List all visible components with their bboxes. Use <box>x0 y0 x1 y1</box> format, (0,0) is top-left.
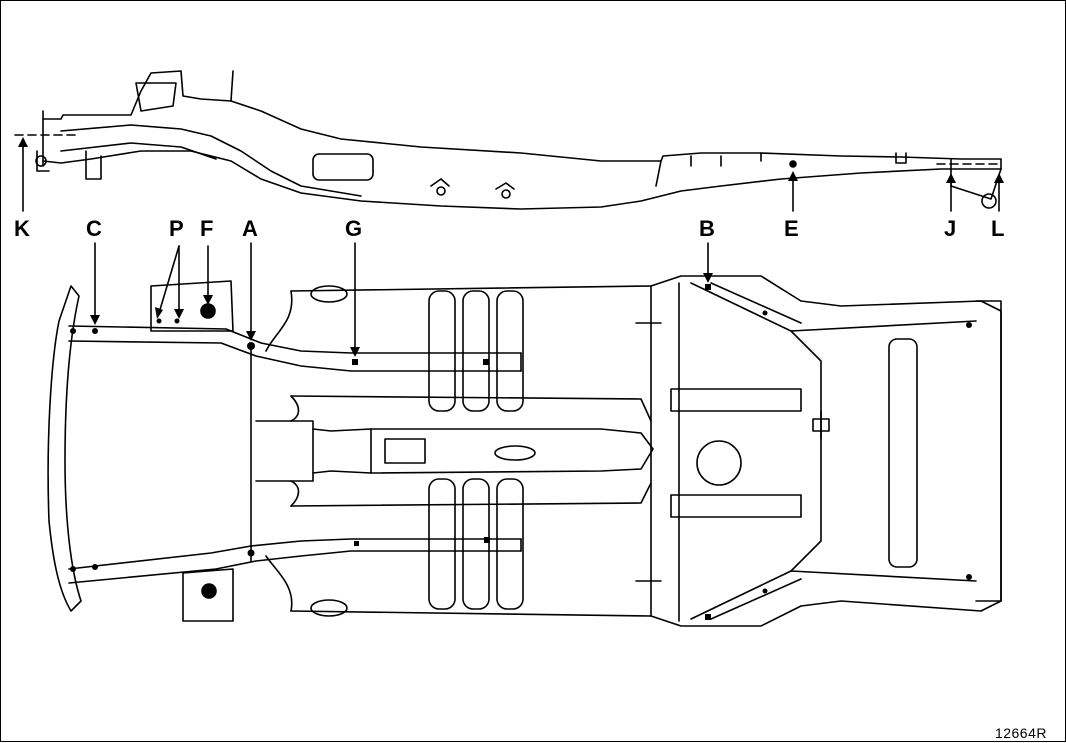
side-view <box>35 70 1002 210</box>
callout-a: A <box>242 216 258 241</box>
callout-arrows <box>22 142 1000 352</box>
callout-j: J <box>944 216 956 241</box>
callout-e: E <box>784 216 799 241</box>
figure-reference-number: 12664R <box>994 725 1047 741</box>
callout-k: K <box>14 216 30 241</box>
callout-c: C <box>86 216 102 241</box>
callout-g: G <box>345 216 362 241</box>
callout-labels: K C P F A G B E J L <box>14 216 1004 241</box>
callout-l: L <box>991 216 1004 241</box>
plan-view <box>47 275 1002 627</box>
callout-b: B <box>699 216 715 241</box>
callout-f: F <box>200 216 213 241</box>
callout-p: P <box>169 216 184 241</box>
arrow-heads <box>18 137 1004 357</box>
measurement-points <box>70 284 972 620</box>
reference-lines <box>14 134 1002 165</box>
